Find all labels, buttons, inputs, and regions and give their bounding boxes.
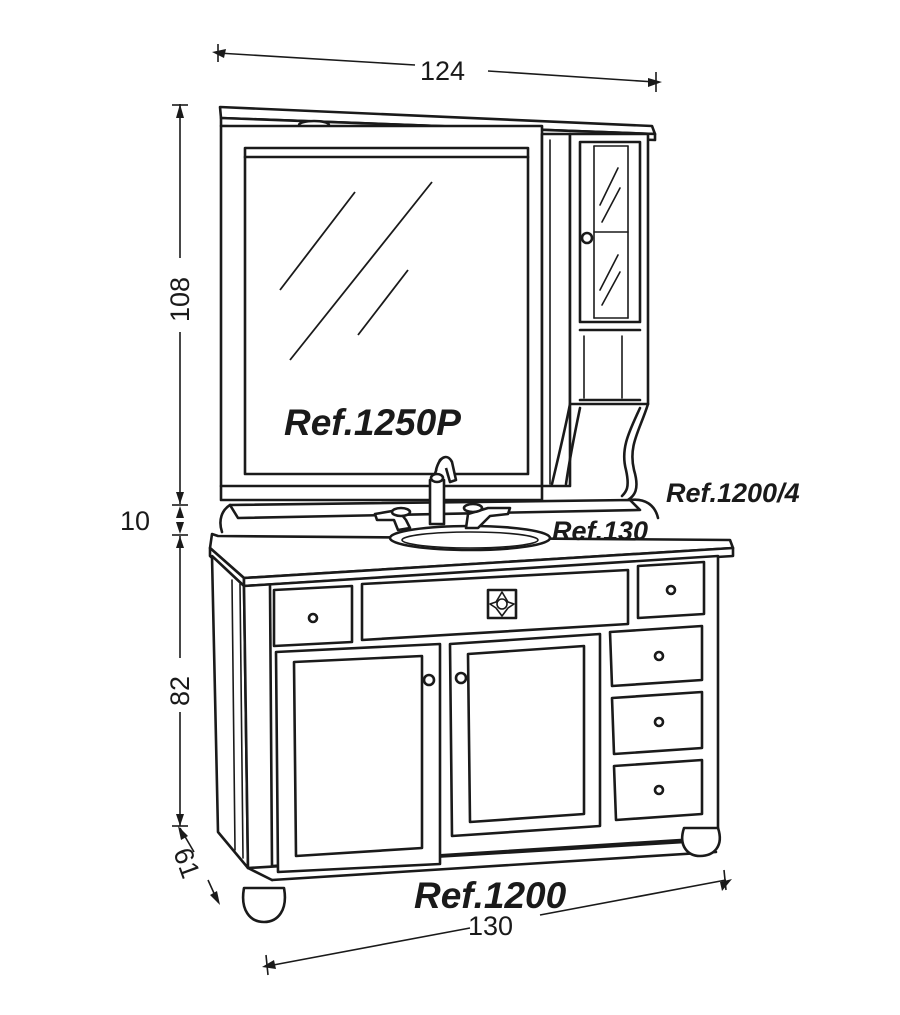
base-cabinet: Ref.1200	[210, 554, 721, 924]
drawer-knob-icon	[665, 584, 677, 596]
drawer-knob-icon	[653, 650, 665, 662]
drawer-knob-icon	[653, 716, 665, 728]
door-right[interactable]	[448, 632, 602, 838]
dimension-top-width-label: 124	[420, 56, 465, 86]
ornament-icon	[486, 588, 518, 620]
mirror-unit: Ref.1250P	[218, 105, 657, 502]
door-knob-icon	[422, 673, 436, 687]
ref-side-cabinet-label: Ref.1200/4	[666, 478, 800, 508]
basin-icon	[388, 524, 552, 552]
side-cabinet-unit: Ref.1200/4	[550, 132, 800, 508]
door-left[interactable]	[274, 642, 442, 874]
foot-front-left	[241, 886, 287, 924]
dimension-gap-height-label: 10	[120, 506, 150, 536]
dimension-top-width: 124	[212, 44, 662, 92]
dimension-mirror-height-label: 108	[165, 277, 195, 322]
faucet-icon	[373, 455, 512, 532]
dimension-bottom-width-label: 130	[468, 911, 513, 941]
door-knob-icon	[454, 671, 468, 685]
dimension-depth: 61	[167, 826, 220, 905]
dimension-left-vertical: 108 10 82	[120, 104, 195, 827]
dimension-depth-label: 61	[167, 844, 205, 882]
dimension-base-height-label: 82	[165, 676, 195, 706]
drawer-knob-icon	[653, 784, 665, 796]
drawer-knob-icon	[307, 612, 319, 624]
foot-front-right	[680, 826, 721, 858]
ref-mirror-label: Ref.1250P	[284, 402, 461, 443]
ref-basin-label: Ref.130	[552, 516, 648, 546]
ref-base-unit-label: Ref.1200	[414, 875, 567, 916]
dimension-bottom-width: 130	[262, 869, 732, 976]
cabinet-knob-icon	[580, 231, 594, 245]
